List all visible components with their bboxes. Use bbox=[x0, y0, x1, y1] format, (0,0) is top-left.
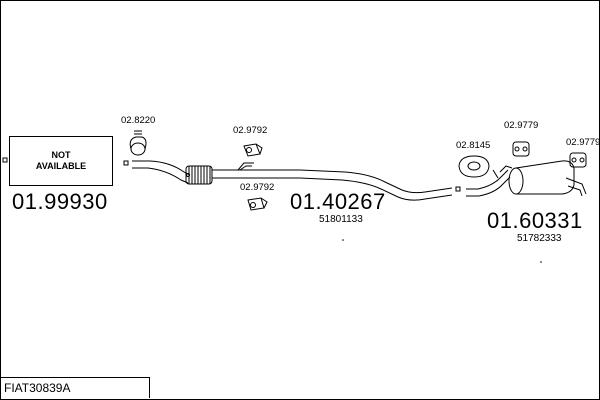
footer-code-box: FIAT30839A bbox=[0, 377, 150, 398]
clamp-icon bbox=[129, 130, 147, 156]
front-part-number[interactable]: 01.99930 bbox=[12, 189, 108, 214]
middle-part-number[interactable]: 01.40267 bbox=[290, 189, 386, 214]
rear-silencer bbox=[466, 160, 587, 197]
middle-oem-number: 51801133 bbox=[319, 214, 363, 225]
dot-marker bbox=[342, 239, 344, 241]
rubber-mount-icon-top bbox=[243, 143, 263, 157]
connector-marker-left bbox=[2, 157, 8, 163]
rubber-mount-icon-bottom bbox=[247, 197, 268, 211]
gasket-icon bbox=[458, 155, 490, 178]
hanger-icon-2 bbox=[569, 152, 587, 168]
rubber-mount-top-part-number[interactable]: 02.9792 bbox=[233, 125, 268, 136]
dot-marker bbox=[540, 261, 542, 263]
connector-marker-front bbox=[123, 160, 129, 166]
not-available-box: NOT AVAILABLE bbox=[9, 136, 113, 186]
gasket-part-number[interactable]: 02.8145 bbox=[456, 140, 491, 151]
connector-marker-rear bbox=[455, 186, 461, 192]
not-available-label: NOT AVAILABLE bbox=[35, 149, 87, 171]
hanger-2-part-number[interactable]: 02.9779 bbox=[566, 137, 600, 148]
middle-pipe-assembly bbox=[132, 160, 453, 201]
rear-oem-number: 51782333 bbox=[517, 233, 562, 244]
hanger-icon-1 bbox=[512, 141, 530, 157]
clamp-part-number[interactable]: 02.8220 bbox=[121, 115, 156, 126]
footer-code: FIAT30839A bbox=[4, 381, 71, 395]
rubber-mount-bottom-part-number[interactable]: 02.9792 bbox=[240, 182, 275, 193]
rear-part-number[interactable]: 01.60331 bbox=[487, 208, 583, 233]
hanger-1-part-number[interactable]: 02.9779 bbox=[504, 120, 539, 131]
